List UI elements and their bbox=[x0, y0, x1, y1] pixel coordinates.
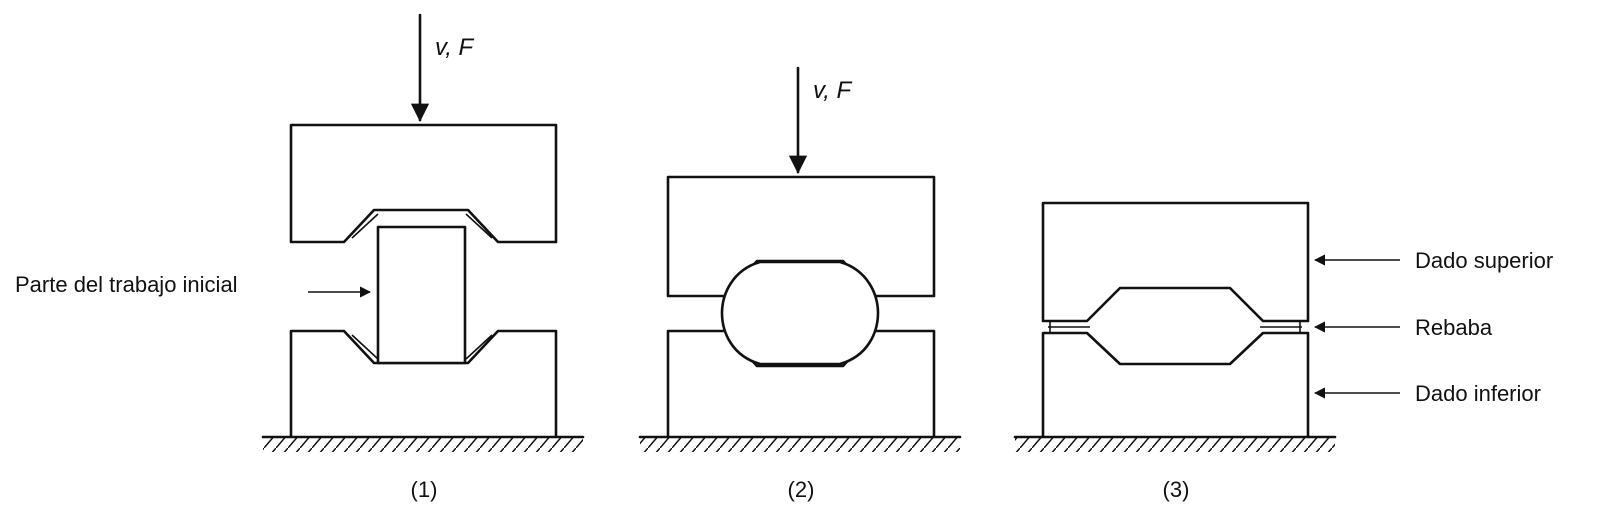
flash-3 bbox=[1048, 321, 1302, 333]
die-cavity-bevels-1 bbox=[351, 213, 493, 360]
callout-flash: Rebaba bbox=[1313, 315, 1493, 340]
callout-upper-die-label: Dado superior bbox=[1415, 248, 1553, 273]
workpiece-1 bbox=[376, 225, 467, 365]
ground-hatch-2 bbox=[640, 438, 960, 452]
lower-die-3 bbox=[1041, 331, 1310, 437]
callout-lower-die-label: Dado inferior bbox=[1415, 381, 1541, 406]
force-label-1: v, F bbox=[435, 34, 475, 61]
stage-label-3: (3) bbox=[1163, 477, 1190, 502]
callout-upper-die: Dado superior bbox=[1313, 248, 1553, 273]
callout-workpiece: Parte del trabajo inicial bbox=[15, 272, 372, 298]
stage-label-1: (1) bbox=[411, 477, 438, 502]
ground-hatch-1 bbox=[263, 438, 583, 452]
stage-1: v, F bbox=[263, 13, 583, 452]
upper-die-2 bbox=[666, 175, 936, 298]
stage-3 bbox=[1015, 201, 1335, 452]
upper-die-1 bbox=[289, 123, 558, 244]
force-arrow-2: v, F bbox=[788, 66, 853, 174]
callout-workpiece-label: Parte del trabajo inicial bbox=[15, 272, 238, 297]
force-arrow-1: v, F bbox=[410, 13, 475, 122]
ground-hatch-3 bbox=[1015, 438, 1335, 452]
callout-lower-die: Dado inferior bbox=[1313, 381, 1541, 406]
workpiece-2 bbox=[720, 260, 880, 366]
force-label-2: v, F bbox=[813, 77, 853, 104]
lower-die-2 bbox=[666, 329, 936, 437]
upper-die-3 bbox=[1041, 201, 1310, 323]
stage-label-2: (2) bbox=[788, 477, 815, 502]
stage-2: v, F bbox=[640, 66, 960, 452]
callout-flash-label: Rebaba bbox=[1415, 315, 1493, 340]
